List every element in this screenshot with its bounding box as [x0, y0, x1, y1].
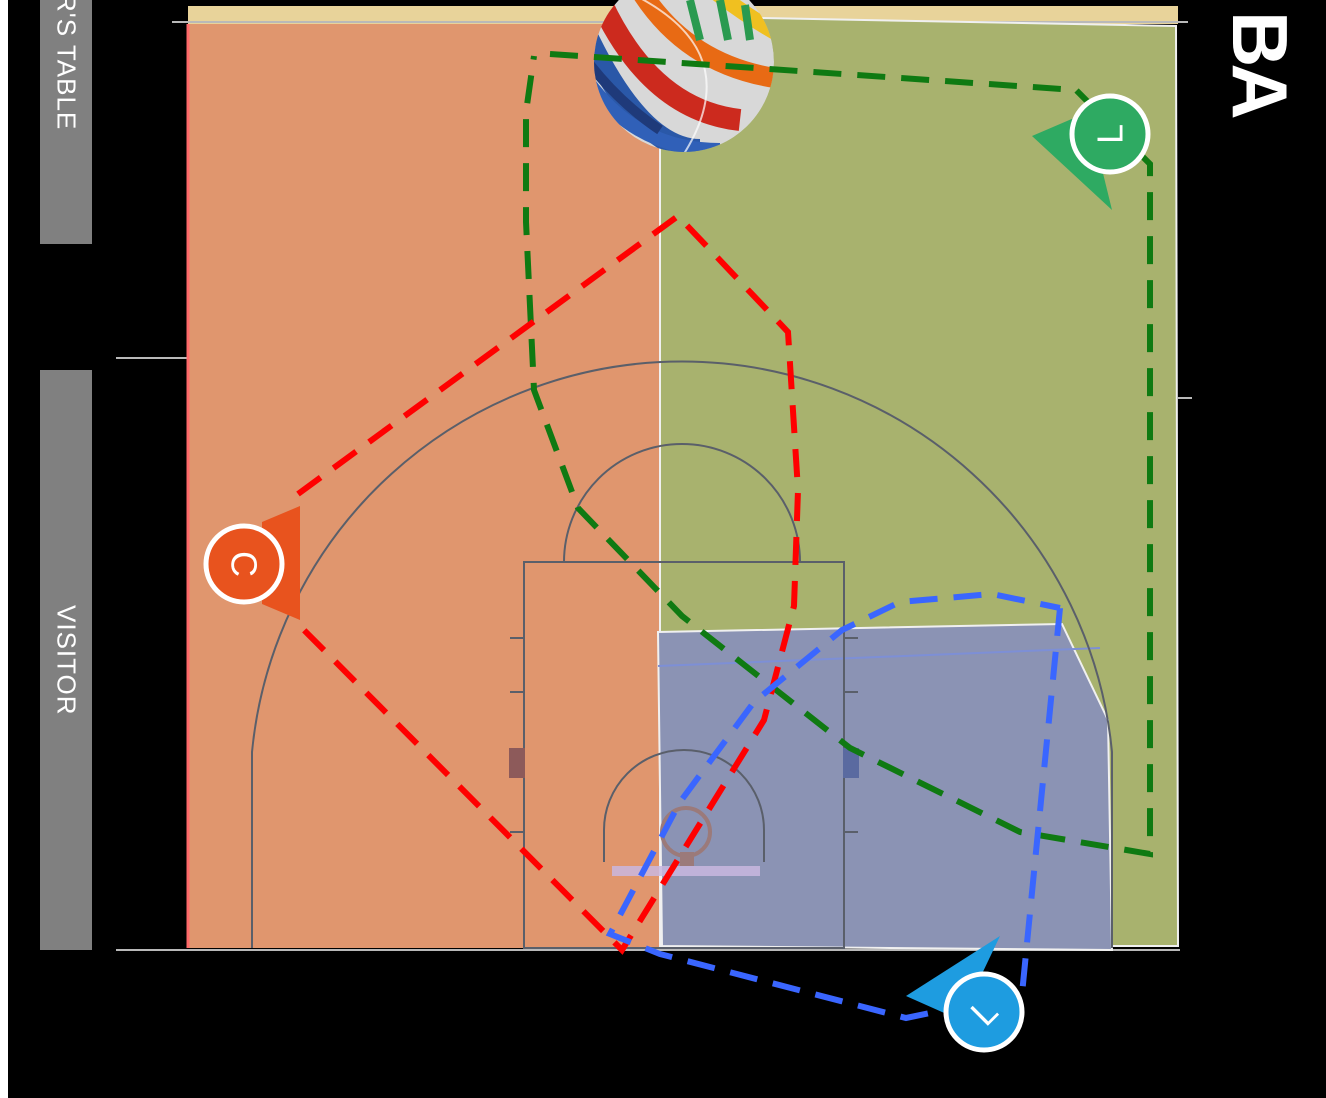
lane-block-right	[843, 748, 859, 778]
player-marker-circle[interactable]	[943, 971, 1025, 1053]
brand-text: BA	[1216, 10, 1304, 116]
visitor-label: VISITOR	[40, 370, 92, 950]
lane-block-left	[509, 748, 525, 778]
brand-logo-fragment: BA	[1210, 8, 1310, 118]
scorers-table-label: R'S TABLE	[40, 0, 92, 244]
player-marker-circle[interactable]	[203, 523, 285, 605]
scorers-table-text: R'S TABLE	[51, 0, 82, 131]
backboard	[612, 866, 760, 876]
player-center-left[interactable]: C	[203, 506, 300, 620]
hoop-post	[680, 852, 694, 866]
basketball-graphic	[594, 0, 774, 152]
bottom-zone[interactable]	[656, 622, 1114, 952]
restricted-arc	[603, 749, 765, 862]
bottom-zone-inner-line	[657, 647, 1101, 667]
player-direction-arrow	[906, 936, 1000, 1020]
left-zone[interactable]	[188, 24, 668, 948]
visitor-text: VISITOR	[51, 604, 82, 716]
three-point-line	[251, 360, 1113, 948]
player-guard-top[interactable]: L	[1032, 93, 1151, 210]
player-marker-circle[interactable]	[1069, 93, 1151, 175]
left-edge-strip	[0, 0, 8, 1098]
player-guard-bottom[interactable]: L	[906, 936, 1025, 1053]
player-letter: L	[1090, 124, 1131, 144]
red-route	[291, 212, 802, 955]
player-letter: C	[224, 551, 265, 577]
